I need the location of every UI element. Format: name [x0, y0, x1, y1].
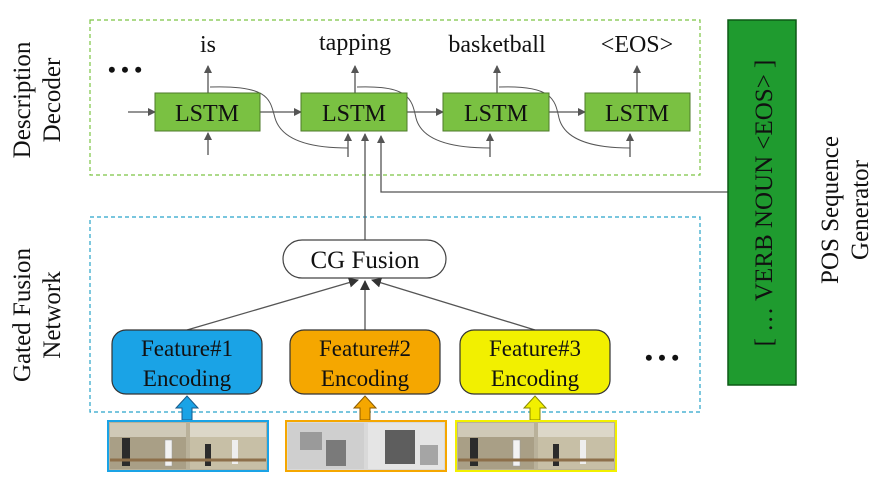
cg-fusion-box [282, 239, 447, 279]
word-is: is [200, 32, 216, 58]
decoder-ellipsis: • • • [108, 57, 142, 82]
word-basketball: basketball [448, 32, 546, 58]
pos-label-line2: Generator [847, 159, 874, 260]
word-eos: <EOS> [601, 32, 673, 58]
video-frames-rgb-2 [455, 420, 617, 472]
feature2-line2: Encoding [321, 366, 410, 391]
lstm-box-4 [584, 92, 691, 132]
feature3-input-arrow [522, 395, 548, 421]
cg-fusion-label: CG Fusion [310, 247, 420, 274]
decoder-label-line2: Decoder [39, 57, 66, 142]
lstm-label-4: LSTM [605, 101, 669, 127]
lstm-cells: LSTM LSTM LSTM LSTM [154, 92, 691, 132]
pos-label-line1: POS Sequence [817, 136, 844, 284]
feature2-line1: Feature#2 [319, 336, 411, 361]
feature3-line1: Feature#3 [489, 336, 581, 361]
feature2-box [289, 329, 441, 395]
lstm-box-1 [154, 92, 261, 132]
feedback-curve-2 [356, 86, 491, 155]
fusion-ellipsis: • • • [645, 345, 679, 370]
player-figure-2 [164, 439, 173, 467]
feature1-line2: Encoding [143, 366, 232, 391]
feature1-to-fusion-arrow [186, 277, 359, 331]
feature1-box [111, 329, 263, 395]
lstm-box-2 [300, 92, 408, 132]
feature1-line1: Feature#1 [141, 336, 233, 361]
decoder-box [89, 19, 701, 176]
feature3-to-fusion-arrow [371, 277, 536, 331]
decoder-side-label: Description Decoder [9, 41, 66, 158]
player-figure-3 [205, 444, 211, 466]
video-frames-flow [285, 420, 447, 472]
feedback-curve-3 [498, 86, 631, 155]
pos-generator-box [727, 19, 797, 386]
player-figure-1 [122, 438, 130, 466]
fusion-label-line1: Gated Fusion [9, 247, 36, 382]
feedback-curve-1 [209, 86, 349, 155]
pos-to-decoder-arrow [377, 135, 728, 193]
feature2-input-arrow [352, 395, 378, 421]
lstm-label-1: LSTM [175, 101, 239, 127]
fusion-box [89, 216, 701, 413]
player-figure-4 [232, 440, 238, 464]
lstm-label-3: LSTM [464, 101, 528, 127]
feature3-box [459, 329, 611, 395]
fusion-label-line2: Network [39, 271, 66, 359]
feature-input-arrows [174, 395, 548, 421]
feature1-input-arrow [174, 395, 200, 421]
lstm-label-2: LSTM [322, 101, 386, 127]
pos-sequence-text: [ … VERB NOUN <EOS> ] [751, 60, 778, 347]
word-tapping: tapping [319, 30, 391, 56]
lstm-box-3 [442, 92, 550, 132]
fusion-side-label: Gated Fusion Network [9, 247, 66, 382]
feature-encoders: Feature#1 Encoding Feature#2 Encoding Fe… [111, 329, 611, 395]
video-frames-rgb [107, 420, 269, 472]
decoder-label-line1: Description [9, 41, 36, 158]
feature3-line2: Encoding [491, 366, 580, 391]
